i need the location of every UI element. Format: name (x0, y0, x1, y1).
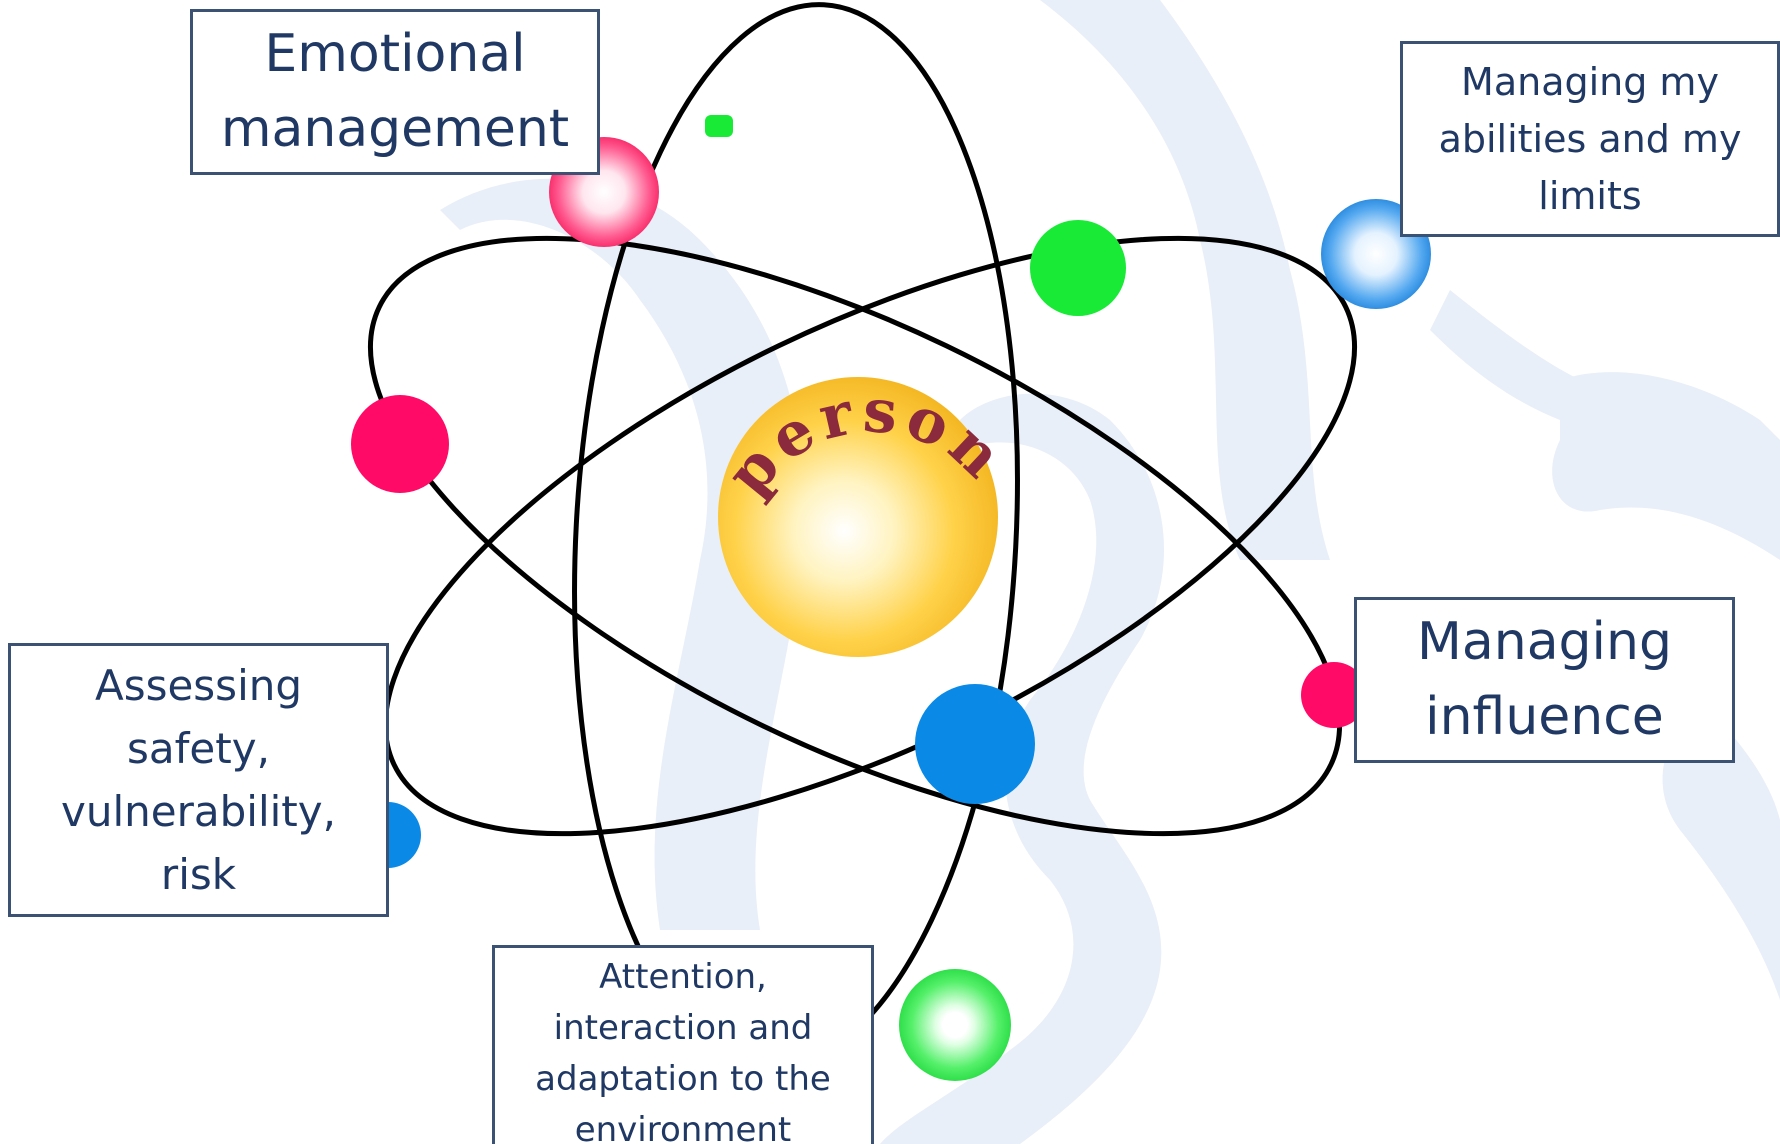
electron-blue-center (915, 684, 1035, 804)
label-managing-influence: Managing influence (1354, 597, 1735, 763)
label-assessing-safety: Assessing safety, vulnerability, risk (8, 643, 389, 917)
electron-pink-right (1301, 662, 1367, 728)
electron-pink-left (351, 395, 449, 493)
label-emotional-management: Emotional management (190, 9, 600, 175)
electron-green-top (1030, 220, 1126, 316)
label-managing-abilities: Managing my abilities and my limits (1400, 41, 1780, 237)
orbit-descending (368, 235, 1342, 837)
label-attention-interaction: Attention, interaction and adaptation to… (492, 945, 874, 1144)
electron-green-glow (899, 969, 1011, 1081)
electron-green-small (705, 115, 733, 137)
nucleus-sphere (718, 377, 998, 657)
